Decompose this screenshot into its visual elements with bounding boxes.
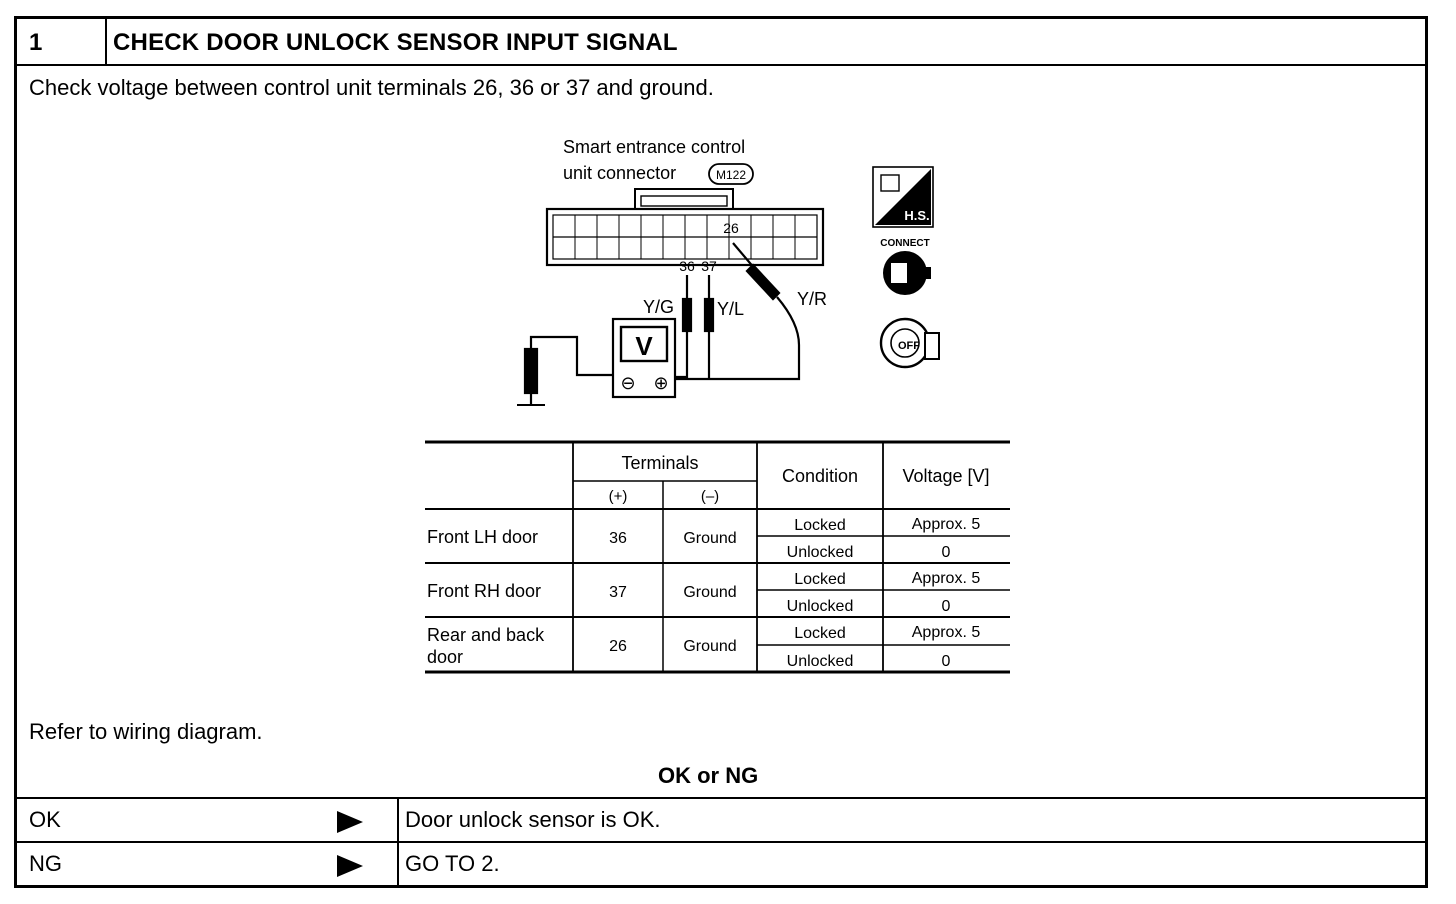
voltmeter-symbol: V bbox=[635, 331, 653, 361]
table-row: Rear and back door 26 Ground Locked Appr… bbox=[427, 624, 980, 670]
row-voltage-1: Approx. 5 bbox=[912, 516, 981, 533]
harness-side-icon: H.S. bbox=[872, 166, 934, 228]
voltmeter: V ⊖ ⊕ bbox=[611, 317, 677, 399]
row-voltage-2: 0 bbox=[942, 598, 951, 615]
measurement-diagram: Smart entrance control unit connector M1… bbox=[517, 137, 940, 406]
header-minus: (–) bbox=[701, 488, 719, 505]
row-door-line1: Rear and back bbox=[427, 625, 545, 645]
arrow-right-icon bbox=[337, 855, 363, 877]
connector-label-line2: unit connector bbox=[563, 163, 676, 183]
ignition-off-label: OFF bbox=[898, 340, 920, 352]
probe-wires bbox=[523, 242, 801, 405]
row-door: Front RH door bbox=[427, 581, 541, 601]
header-voltage: Voltage [V] bbox=[902, 466, 989, 486]
row-plus-terminal: 26 bbox=[609, 638, 627, 655]
step-number: 1 bbox=[29, 29, 43, 56]
result-action: Door unlock sensor is OK. bbox=[405, 807, 661, 832]
row-minus-terminal: Ground bbox=[683, 638, 736, 655]
connect-icon bbox=[883, 251, 931, 295]
connector-body bbox=[545, 188, 825, 267]
result-divider bbox=[397, 843, 399, 887]
row-minus-terminal: Ground bbox=[683, 530, 736, 547]
result-row-ok: OK Door unlock sensor is OK. bbox=[17, 797, 1425, 841]
step-header: 1 CHECK DOOR UNLOCK SENSOR INPUT SIGNAL bbox=[17, 19, 1425, 66]
wire-yr-label: Y/R bbox=[797, 289, 827, 309]
row-plus-terminal: 37 bbox=[609, 584, 627, 601]
header-condition: Condition bbox=[782, 466, 858, 486]
row-voltage-1: Approx. 5 bbox=[912, 570, 981, 587]
connector-id: M122 bbox=[716, 168, 746, 182]
result-label: OK bbox=[29, 807, 61, 832]
meter-plus-terminal: ⊕ bbox=[653, 373, 668, 393]
terminal-26-label: 26 bbox=[723, 220, 739, 236]
ignition-key-icon: OFF bbox=[879, 317, 940, 369]
procedure-frame: 1 CHECK DOOR UNLOCK SENSOR INPUT SIGNAL … bbox=[14, 16, 1428, 888]
row-voltage-2: 0 bbox=[942, 544, 951, 561]
row-condition-2: Unlocked bbox=[787, 598, 854, 615]
header-divider bbox=[105, 19, 107, 64]
terminal-37-label: 37 bbox=[701, 258, 717, 274]
result-label: NG bbox=[29, 851, 62, 876]
result-action: GO TO 2. bbox=[405, 851, 500, 876]
voltage-table: Terminals (+) (–) Condition Voltage [V] … bbox=[425, 440, 1010, 674]
hs-label: H.S. bbox=[904, 208, 929, 223]
header-terminals: Terminals bbox=[621, 453, 698, 473]
header-plus: (+) bbox=[609, 488, 628, 505]
connect-label: CONNECT bbox=[880, 238, 929, 249]
row-voltage-2: 0 bbox=[942, 653, 951, 670]
row-plus-terminal: 36 bbox=[609, 530, 627, 547]
terminal-36-label: 36 bbox=[679, 258, 695, 274]
row-door: Front LH door bbox=[427, 527, 538, 547]
ok-or-ng-heading: OK or NG bbox=[658, 763, 759, 788]
row-minus-terminal: Ground bbox=[683, 584, 736, 601]
connector-id-badge: M122 bbox=[708, 163, 754, 185]
arrow-right-icon bbox=[337, 811, 363, 833]
meter-minus-terminal: ⊖ bbox=[620, 373, 635, 393]
table-row: Front RH door 37 Ground Locked Approx. 5… bbox=[427, 570, 980, 615]
row-condition-1: Locked bbox=[794, 571, 846, 588]
wire-yg-label: Y/G bbox=[643, 297, 674, 317]
result-row-ng: NG GO TO 2. bbox=[17, 841, 1425, 887]
intro-instruction: Check voltage between control unit termi… bbox=[29, 75, 714, 100]
result-divider bbox=[397, 799, 399, 841]
wire-yl-label: Y/L bbox=[717, 299, 744, 319]
row-condition-2: Unlocked bbox=[787, 653, 854, 670]
row-condition-1: Locked bbox=[794, 517, 846, 534]
refer-wiring-diagram: Refer to wiring diagram. bbox=[29, 719, 263, 744]
row-door-line2: door bbox=[427, 647, 463, 667]
row-voltage-1: Approx. 5 bbox=[912, 624, 981, 641]
step-title: CHECK DOOR UNLOCK SENSOR INPUT SIGNAL bbox=[113, 29, 678, 56]
row-condition-1: Locked bbox=[794, 625, 846, 642]
table-row: Front LH door 36 Ground Locked Approx. 5… bbox=[427, 516, 980, 561]
connector-label-line1: Smart entrance control bbox=[563, 137, 745, 157]
row-condition-2: Unlocked bbox=[787, 544, 854, 561]
